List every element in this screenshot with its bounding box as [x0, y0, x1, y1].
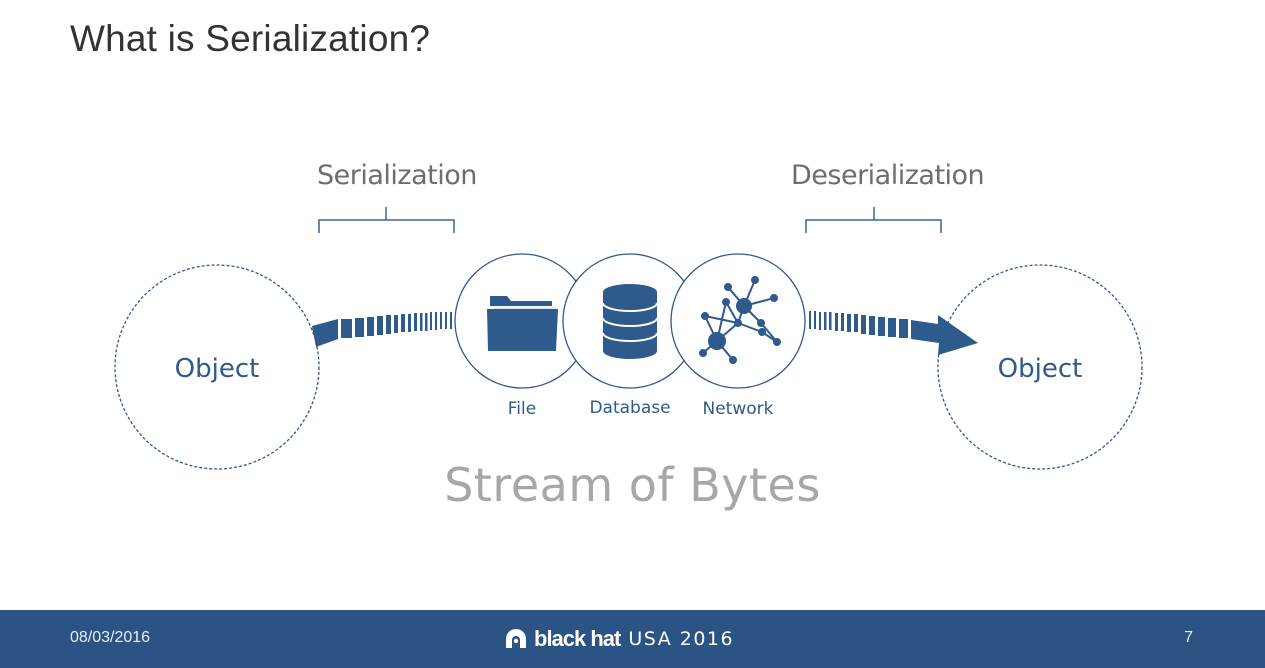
blackhat-logo: black hat USA 2016 — [504, 624, 734, 654]
deserialization-bracket — [805, 207, 942, 233]
blackhat-event-text: USA 2016 — [628, 628, 735, 650]
slide-title: What is Serialization? — [70, 18, 431, 59]
blackhat-logo-icon — [506, 629, 526, 648]
right-object-node: Object — [937, 264, 1143, 470]
slide-date: 08/03/2016 — [70, 629, 151, 646]
slide-footer: 08/03/2016 black hat USA 2016 7 — [0, 610, 1265, 668]
blackhat-brand-text: black hat — [534, 626, 621, 651]
left-object-label: Object — [175, 354, 260, 384]
deserialization-label: Deserialization — [791, 160, 985, 191]
serialization-stream-arrow — [312, 312, 452, 347]
folder-icon — [487, 296, 558, 351]
serialization-label: Serialization — [317, 160, 477, 191]
network-label: Network — [703, 399, 774, 419]
serialization-diagram: Object Object — [114, 207, 1143, 470]
stream-of-bytes-label: Stream of Bytes — [444, 458, 821, 512]
serialization-bracket — [318, 207, 455, 233]
file-label: File — [508, 399, 536, 419]
left-object-node: Object — [114, 264, 320, 470]
right-object-label: Object — [998, 354, 1083, 384]
deserialization-stream-arrow — [809, 311, 978, 355]
page-number: 7 — [1184, 629, 1193, 646]
database-label: Database — [589, 398, 670, 418]
database-icon — [602, 284, 658, 359]
network-icon — [699, 276, 781, 364]
